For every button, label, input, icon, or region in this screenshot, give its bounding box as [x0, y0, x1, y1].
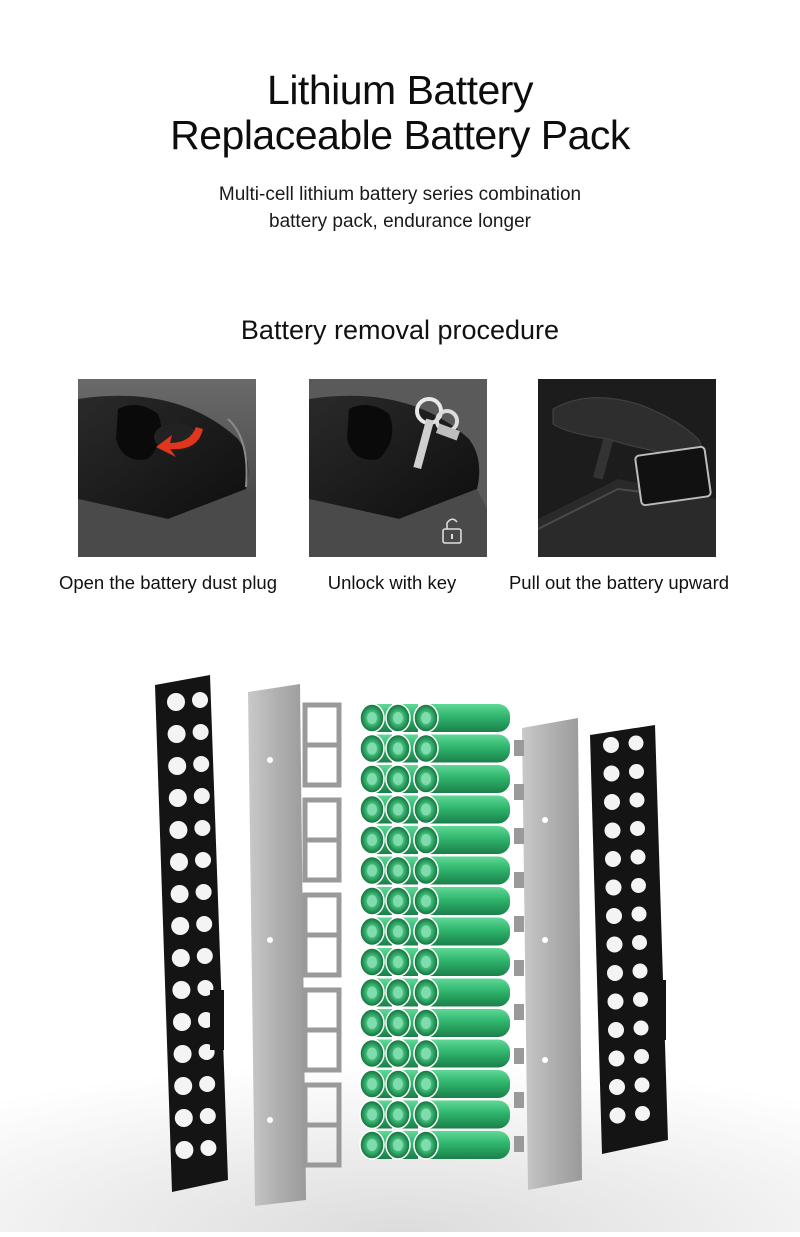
left-nickel-plate: [248, 684, 306, 1206]
left-connector-strips: [302, 702, 342, 1168]
right-cell-holder-frame: [590, 725, 668, 1154]
step-2-image: [309, 379, 487, 557]
arrow-rotate-icon: [156, 427, 203, 457]
step-2-caption: Unlock with key: [327, 572, 457, 593]
step-3-caption: Pull out the battery upward: [508, 572, 730, 593]
step-3-image: [538, 379, 716, 557]
lithium-cells: [359, 703, 510, 1160]
page-subtitle: Multi-cell lithium battery series combin…: [0, 181, 800, 235]
page-title: Lithium Battery Replaceable Battery Pack: [0, 68, 800, 158]
right-nickel-plate: [514, 718, 582, 1190]
unlock-icon: [442, 518, 462, 544]
subtitle-line-1: Multi-cell lithium battery series combin…: [218, 184, 582, 205]
left-cell-holder-frame: [155, 675, 228, 1192]
title-line-2: Replaceable Battery Pack: [170, 112, 630, 158]
battery-pack-exploded-view: [0, 640, 800, 1232]
key-icon: [413, 397, 461, 470]
title-line-1: Lithium Battery: [267, 67, 533, 113]
procedure-title: Battery removal procedure: [240, 315, 560, 345]
subtitle-line-2: battery pack, endurance longer: [269, 211, 531, 232]
step-1-caption: Open the battery dust plug: [58, 572, 278, 593]
step-1-image: [78, 379, 256, 557]
